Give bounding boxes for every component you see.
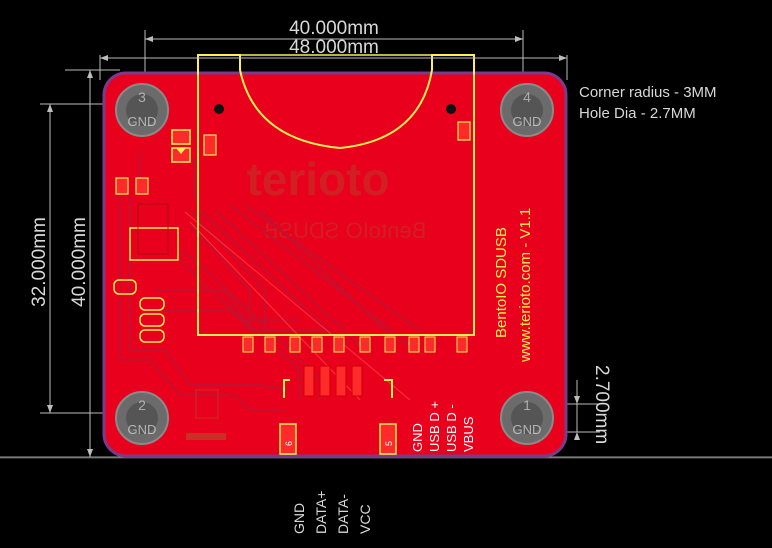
- svg-text:3: 3: [138, 89, 146, 105]
- sd-card-footprint: [197, 54, 475, 353]
- bottom-pin-labels: GND DATA+ DATA- VCC: [291, 491, 373, 534]
- board-name-mirrored: BentoIO SDUSB: [264, 218, 427, 243]
- usb-shield-pad-right: [379, 423, 397, 455]
- bottom-label-gnd: GND: [291, 503, 307, 534]
- note-hole-diameter: Hole Dia - 2.7MM: [579, 105, 696, 122]
- usb-pin-label-gnd: GND: [410, 423, 425, 452]
- pcb-board: [102, 71, 568, 458]
- mounting-hole-3: 3 GND: [115, 83, 169, 137]
- dimension-width-40: 40.000mm: [145, 18, 523, 42]
- usb-connector: 6 5: [279, 365, 397, 455]
- usb-pin-label-dplus: USB D +: [427, 401, 442, 452]
- dimension-hole-offset: 2.700mm: [574, 365, 612, 444]
- mounting-hole-1: 1 GND: [500, 391, 554, 445]
- bottom-label-vcc: VCC: [357, 504, 373, 534]
- mounting-hole-4: 4 GND: [500, 83, 554, 137]
- svg-text:GND: GND: [513, 422, 542, 437]
- bottom-label-data-plus: DATA+: [313, 491, 329, 534]
- silk-board-title: BentoIO SDUSB: [493, 227, 510, 338]
- logo-text: terioto: [246, 153, 389, 205]
- dimension-height-32: 32.000mm: [29, 104, 53, 413]
- usb-pin-labels: GND USB D + USB D - VBUS: [410, 401, 476, 452]
- sd-pad: [457, 121, 471, 141]
- dimension-height-40: 40.000mm: [69, 70, 93, 457]
- usb-pin-label-dminus: USB D -: [444, 404, 459, 452]
- sd-contact-pads: [242, 336, 468, 353]
- dim-width-40-label: 40.000mm: [289, 18, 379, 39]
- sd-pad: [203, 134, 217, 156]
- bottom-label-data-minus: DATA-: [335, 494, 351, 534]
- dim-height-40-label: 40.000mm: [69, 217, 90, 307]
- svg-text:2: 2: [138, 397, 146, 413]
- bottom-logo-ghost: terioto BentoIO SDUSB: [246, 153, 426, 243]
- svg-text:GND: GND: [513, 114, 542, 129]
- pad-label-left: 6: [284, 441, 294, 446]
- svg-text:GND: GND: [128, 422, 157, 437]
- dim-width-48-label: 48.000mm: [289, 37, 379, 58]
- dim-height-32-label: 32.000mm: [29, 217, 50, 307]
- usb-chip: [129, 227, 179, 261]
- dim-hole-offset-label: 2.700mm: [591, 365, 612, 444]
- usb-shield-pad-left: [279, 423, 297, 455]
- usb-pin-label-vbus: VBUS: [461, 416, 476, 452]
- dimension-width-48: 48.000mm: [100, 37, 567, 61]
- silk-board-url: www.terioto.com - V1.1: [517, 208, 534, 363]
- svg-text:4: 4: [523, 89, 531, 105]
- weee-bin-icon: [195, 389, 219, 419]
- mounting-hole-2: 2 GND: [115, 391, 169, 445]
- sd-mount-hole-right: [446, 104, 456, 114]
- pad-label-right: 5: [384, 441, 394, 446]
- svg-text:GND: GND: [128, 114, 157, 129]
- sd-mount-hole-left: [214, 104, 224, 114]
- left-components: [113, 129, 226, 440]
- note-corner-radius: Corner radius - 3MM: [579, 84, 717, 101]
- svg-text:1: 1: [523, 397, 531, 413]
